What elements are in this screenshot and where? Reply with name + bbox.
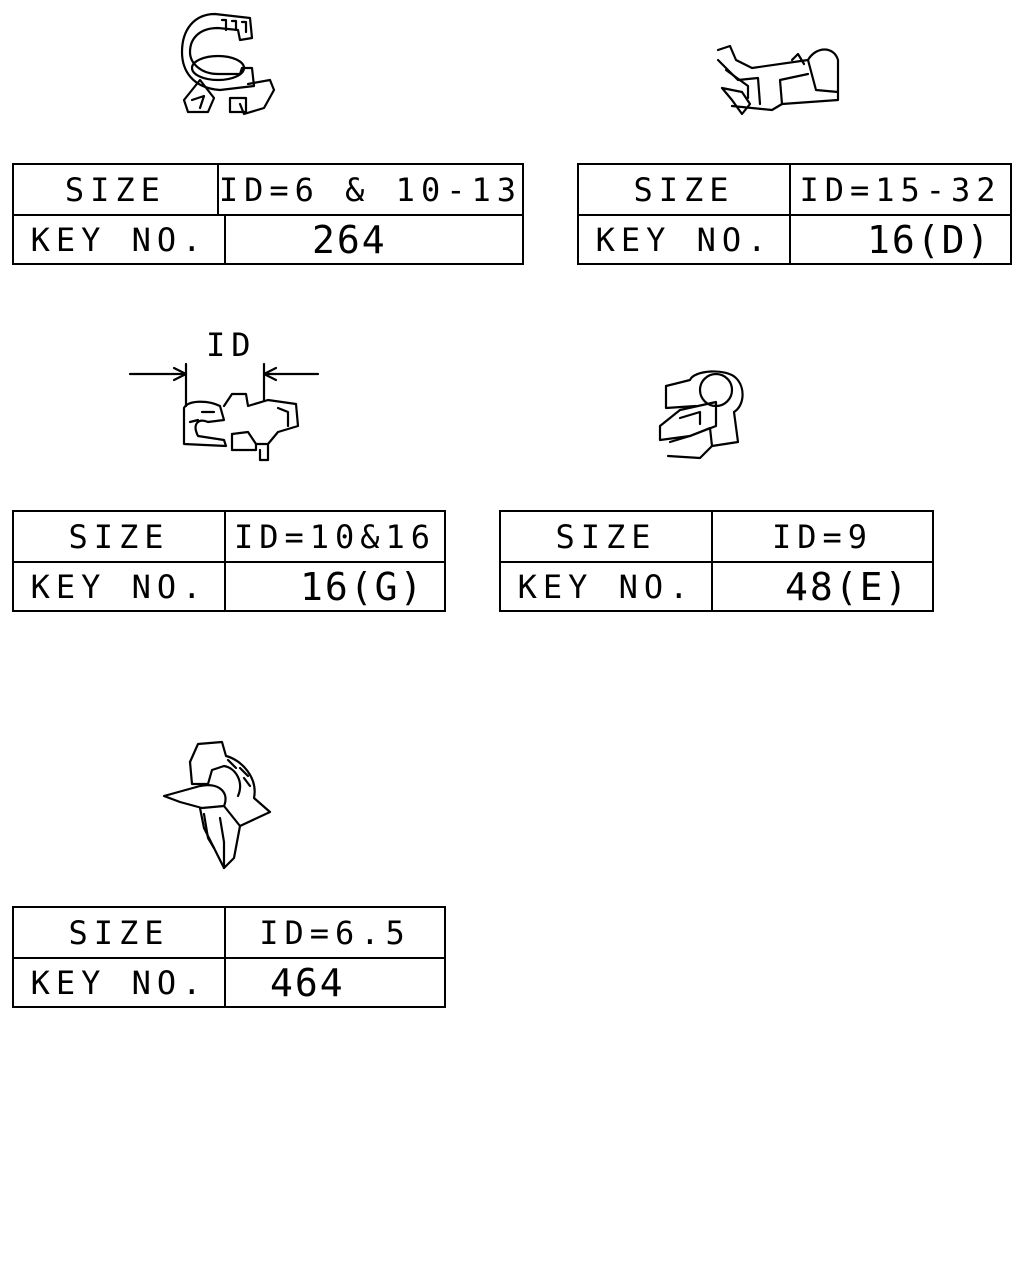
key-row: KEY NO. 464	[14, 957, 444, 1006]
key-value: 16(G)	[300, 564, 425, 609]
size-label: SIZE	[579, 165, 791, 214]
size-label: SIZE	[14, 908, 226, 957]
key-value: 464	[270, 960, 345, 1005]
spec-table-16d: SIZE ID=15-32 KEY NO. 16(D)	[577, 163, 1012, 265]
size-row: SIZE ID=6.5	[14, 908, 444, 957]
size-value: ID=9	[771, 517, 874, 556]
key-value: 16(D)	[867, 217, 992, 262]
size-value: ID=6.5	[259, 913, 411, 952]
size-label: SIZE	[14, 512, 226, 561]
clip-16g-drawing	[128, 360, 328, 464]
size-row: SIZE ID=6 & 10-13	[14, 165, 522, 214]
key-label: KEY NO.	[14, 563, 226, 610]
spec-table-264: SIZE ID=6 & 10-13 KEY NO. 264	[12, 163, 524, 265]
clip-48e-drawing	[650, 366, 750, 460]
size-value: ID=10&16	[233, 517, 437, 556]
key-row: KEY NO. 16(G)	[14, 561, 444, 610]
spec-table-464: SIZE ID=6.5 KEY NO. 464	[12, 906, 446, 1008]
id-dimension-label: ID	[206, 326, 257, 364]
size-label: SIZE	[501, 512, 713, 561]
size-row: SIZE ID=9	[501, 512, 932, 561]
spec-table-48e: SIZE ID=9 KEY NO. 48(E)	[499, 510, 934, 612]
key-label: KEY NO.	[579, 216, 791, 263]
key-row: KEY NO. 48(E)	[501, 561, 932, 610]
key-label: KEY NO.	[501, 563, 713, 610]
key-row: KEY NO. 16(D)	[579, 214, 1010, 263]
size-label: SIZE	[14, 165, 219, 214]
clip-16d-drawing	[712, 40, 842, 120]
key-label: KEY NO.	[14, 959, 226, 1006]
key-label: KEY NO.	[14, 216, 226, 263]
size-value: ID=15-32	[799, 170, 1002, 209]
key-row: KEY NO. 264	[14, 214, 522, 263]
size-row: SIZE ID=15-32	[579, 165, 1010, 214]
key-value: 48(E)	[785, 564, 910, 609]
key-value: 264	[312, 217, 387, 262]
size-row: SIZE ID=10&16	[14, 512, 444, 561]
size-value: ID=6 & 10-13	[218, 170, 522, 209]
clip-464-drawing	[158, 738, 274, 874]
spec-table-16g: SIZE ID=10&16 KEY NO. 16(G)	[12, 510, 446, 612]
clip-264-drawing	[170, 8, 280, 120]
